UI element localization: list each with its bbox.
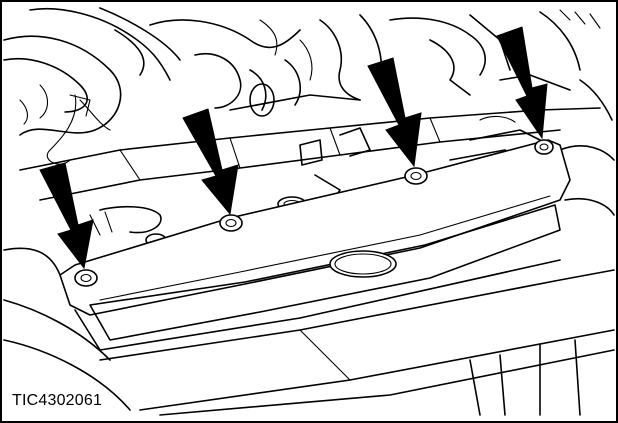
callout-arrows [39, 26, 548, 270]
fastener-3 [404, 167, 428, 185]
front-bumper [3, 145, 615, 416]
engine-bay-detail [3, 7, 613, 247]
fasteners [74, 139, 554, 287]
arrow-2 [182, 108, 239, 216]
fastener-2 [219, 214, 243, 232]
arrow-1 [39, 162, 94, 270]
arrow-3 [367, 57, 422, 168]
fastener-4 [534, 139, 554, 155]
emblem [329, 250, 397, 278]
figure-id-label: TIC4302061 [8, 392, 107, 410]
arrow-4 [496, 26, 548, 140]
fastener-1 [74, 269, 98, 287]
